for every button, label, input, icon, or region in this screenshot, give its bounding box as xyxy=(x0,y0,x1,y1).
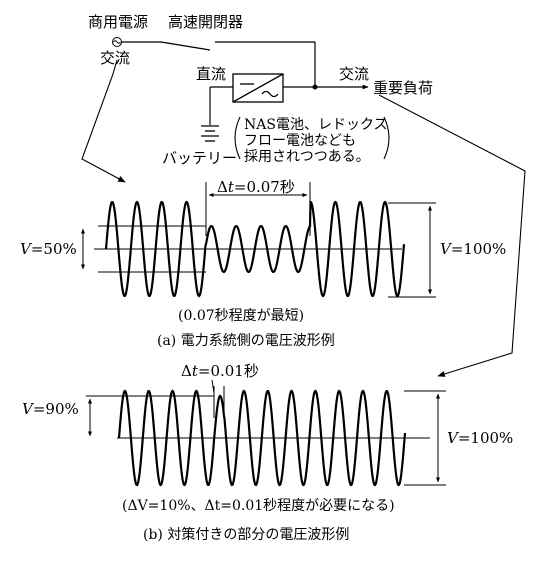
switch-label: 高速開閉器 xyxy=(168,13,243,31)
fig-a-guides xyxy=(98,182,436,298)
fig-b-waveform xyxy=(117,389,407,487)
arrow-to-figure-a xyxy=(81,59,126,183)
load-label: 重要負荷 xyxy=(373,79,433,97)
fig-a-v-left: V=50% xyxy=(20,240,77,258)
fig-b-v-left: V=90% xyxy=(22,400,79,418)
fig-b-dt-label: Δt=0.01秒 xyxy=(181,362,259,380)
note-line-3: 採用されつつある。 xyxy=(244,149,370,165)
fig-b-v-right: V=100% xyxy=(447,429,513,447)
fig-b-note: (ΔV=10%、Δt=0.01秒程度が必要になる) xyxy=(122,498,395,514)
fig-a-note: (0.07秒程度が最短) xyxy=(178,308,304,324)
high-speed-switch xyxy=(121,41,316,87)
fig-a-waveform xyxy=(104,200,406,298)
converter-box xyxy=(232,73,284,103)
fig-b-caption: (b) 対策付きの部分の電圧波形例 xyxy=(143,526,349,543)
fig-a-dt-label: Δt=0.07秒 xyxy=(217,178,295,196)
fig-b-guides xyxy=(86,386,446,486)
fig-b-dt-leader xyxy=(211,379,215,394)
battery-icon xyxy=(201,125,219,142)
battery-wire xyxy=(209,86,233,125)
fig-a-caption: (a) 電力系統側の電圧波形例 xyxy=(157,333,335,349)
ac-right-label: 交流 xyxy=(339,65,369,83)
dc-label: 直流 xyxy=(196,65,226,83)
note-close-paren xyxy=(383,116,390,160)
arrow-to-figure-b xyxy=(378,94,526,377)
note-line-2: フロー電池なども xyxy=(244,133,356,149)
ac-left-label: 交流 xyxy=(100,49,130,67)
ac-source-icon xyxy=(112,37,122,47)
source-label: 商用電源 xyxy=(88,13,148,31)
note-line-1: NAS電池、レドックス xyxy=(244,117,388,133)
junction-dot xyxy=(312,84,318,90)
battery-label: バッテリー xyxy=(162,149,237,167)
note-open-paren xyxy=(234,116,241,160)
fig-a-v-right: V=100% xyxy=(440,240,506,258)
